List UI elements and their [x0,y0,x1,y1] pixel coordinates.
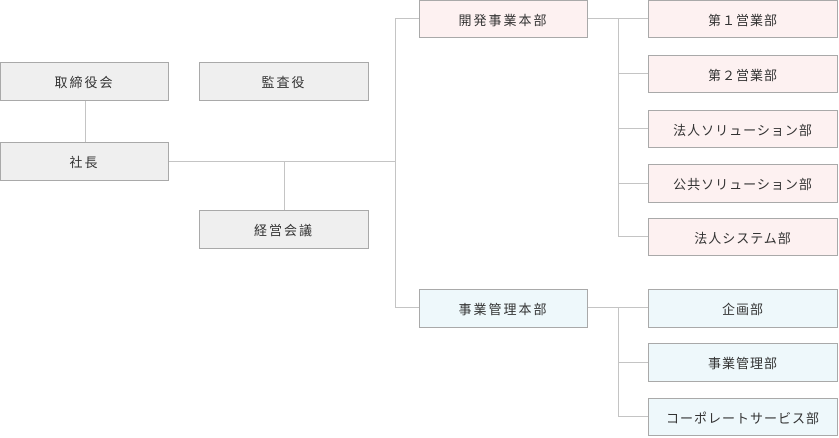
development-hq-box: 開発事業本部 [419,0,588,38]
corporate-services-dept-box: コーポレートサービス部 [648,398,838,436]
public-solutions-dept-box: 公共ソリューション部 [648,164,838,203]
corporate-solutions-dept-box: 法人ソリューション部 [648,110,838,148]
auditor-box: 監査役 [199,62,369,101]
management-meeting-box: 経営会議 [199,210,369,249]
business-management-hq-box: 事業管理本部 [419,289,588,328]
board-of-directors-box: 取締役会 [0,62,169,101]
business-management-dept-box: 事業管理部 [648,343,838,382]
sales-dept-1-box: 第１営業部 [648,0,838,38]
president-box: 社長 [0,142,169,181]
planning-dept-box: 企画部 [648,289,838,328]
sales-dept-2-box: 第２営業部 [648,55,838,93]
corporate-systems-dept-box: 法人システム部 [648,218,838,256]
